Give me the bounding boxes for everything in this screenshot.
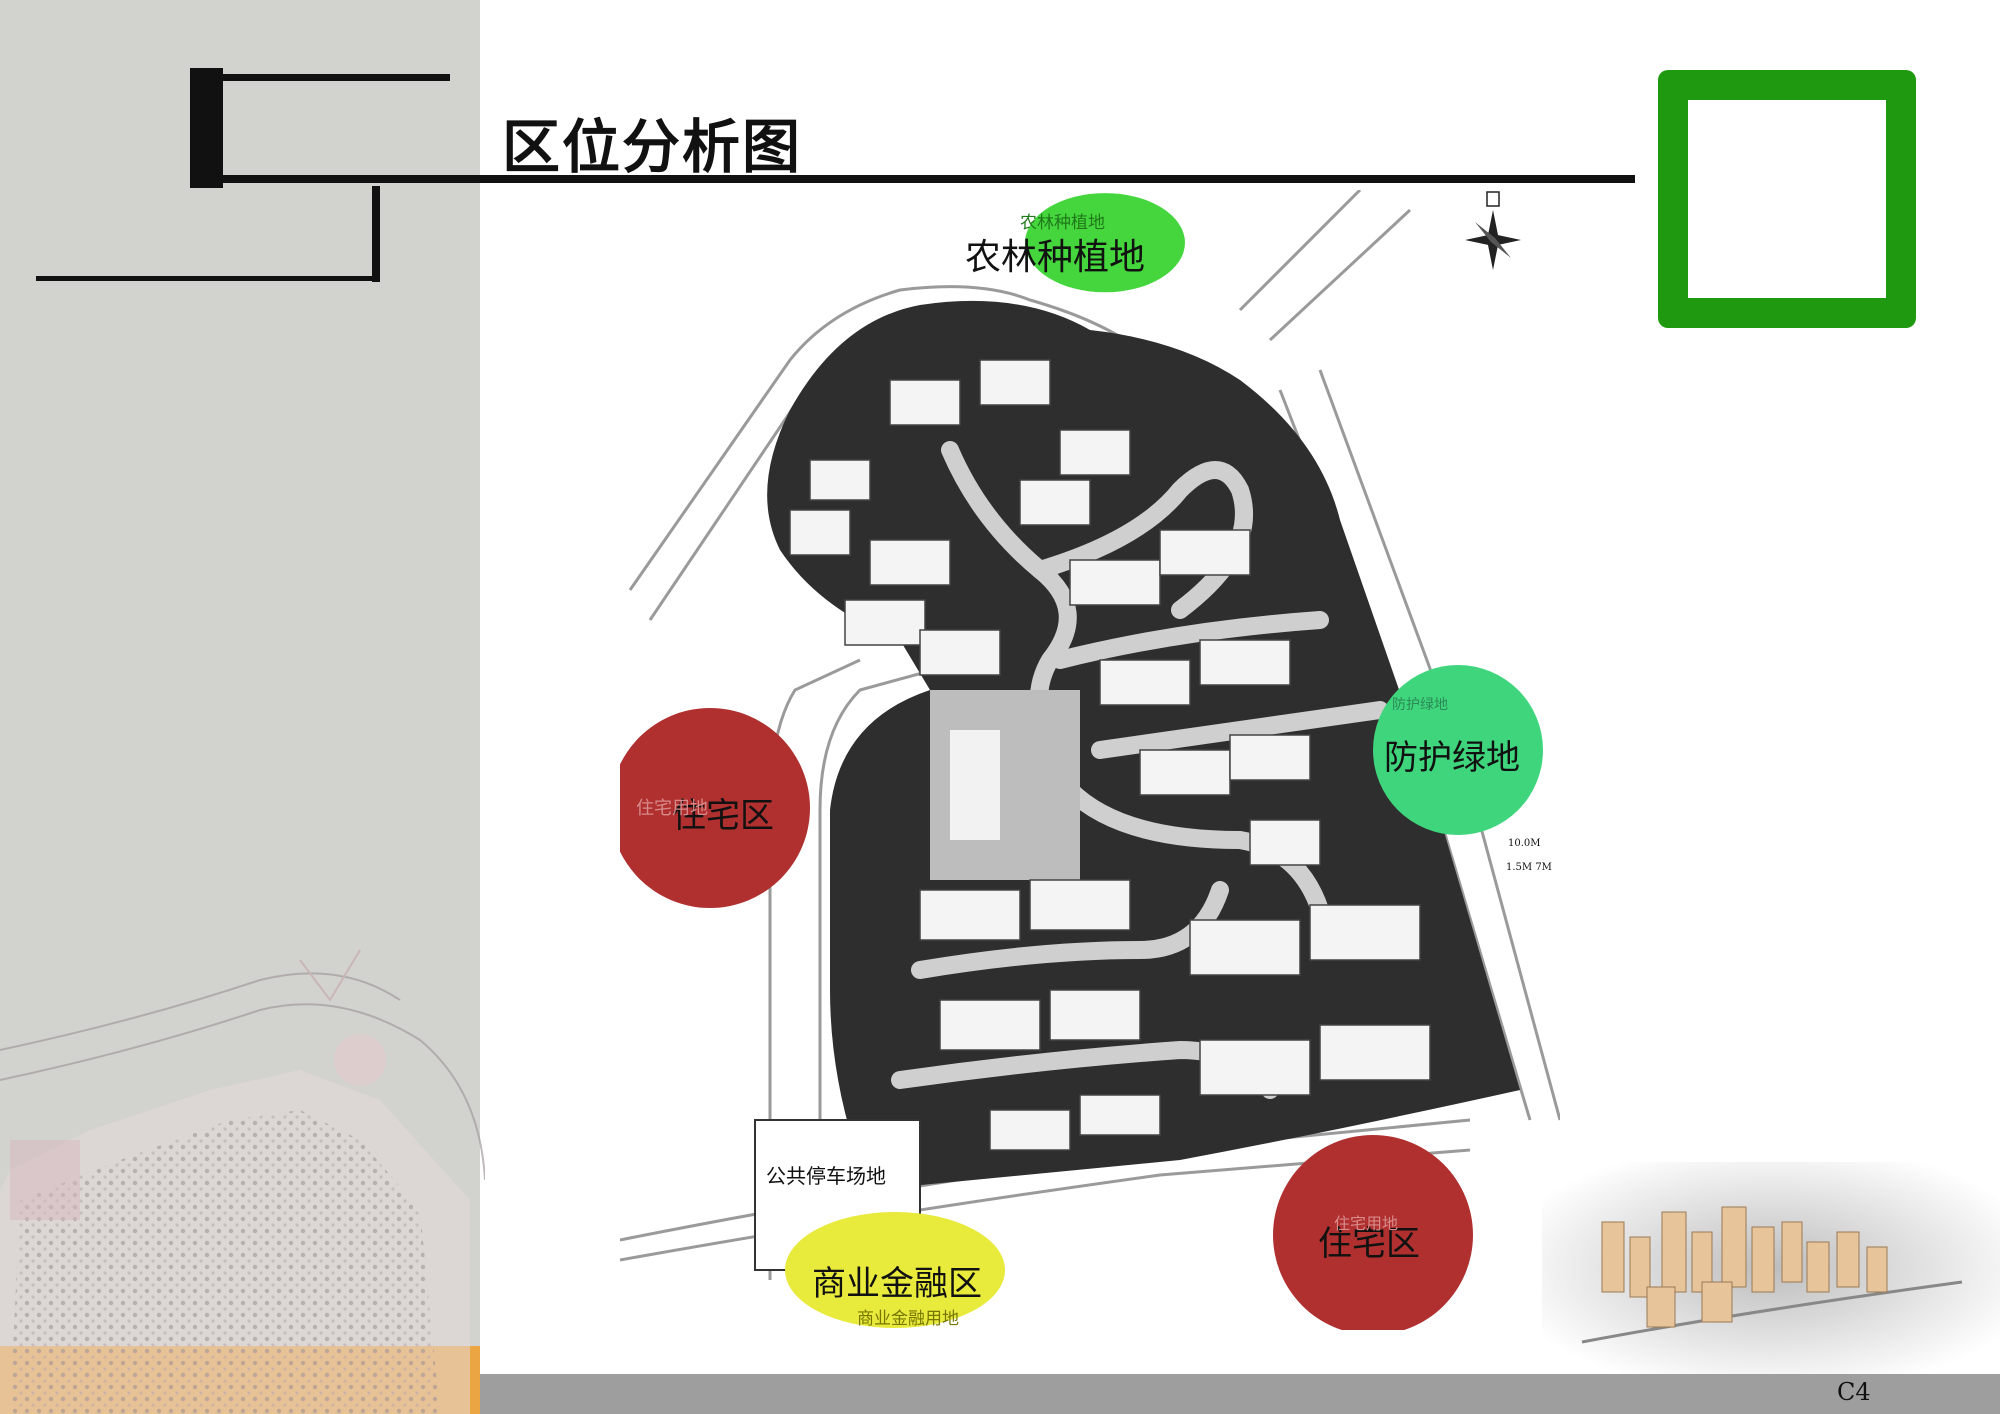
zone-sublabel-commercial: 商业金融用地 xyxy=(857,1309,959,1329)
page-title: 区位分析图 xyxy=(502,113,803,181)
zone-label-farmland: 农林种植地 xyxy=(965,237,1146,278)
deco-thick-bar xyxy=(190,68,223,188)
zone-sublabel-green-buffer: 防护绿地 xyxy=(1392,697,1448,713)
compass-icon xyxy=(1465,191,1521,270)
zone-label-commercial: 商业金融区 xyxy=(812,1264,982,1304)
sidebar-sketch-image xyxy=(0,949,485,1414)
deco-vertical-line xyxy=(372,186,380,282)
deco-main-rule xyxy=(190,175,1635,183)
3d-render-image xyxy=(1542,1162,2000,1374)
zone-label-residential-south: 住宅区 xyxy=(1318,1224,1420,1264)
site-plan-map xyxy=(620,190,1560,1330)
zone-label-green-buffer: 防护绿地 xyxy=(1384,738,1520,778)
parking-label: 公共停车场地 xyxy=(766,1164,886,1188)
zone-sublabel-residential-south: 住宅用地 xyxy=(1334,1214,1399,1233)
zone-label-residential-west: 住宅区 xyxy=(672,796,774,836)
scale-note-2: 1.5M 7M xyxy=(1506,862,1552,873)
zone-sublabel-farmland: 农林种植地 xyxy=(1020,213,1105,233)
zone-sublabel-residential-west: 住宅用地 xyxy=(636,798,708,819)
footer-bar xyxy=(480,1374,2000,1414)
green-frame-logo xyxy=(1658,70,1916,328)
page-number: C4 xyxy=(1837,1378,1871,1406)
scale-note-1: 10.0M xyxy=(1508,838,1541,849)
deco-bottom-line xyxy=(36,276,380,281)
deco-top-line xyxy=(190,74,450,81)
